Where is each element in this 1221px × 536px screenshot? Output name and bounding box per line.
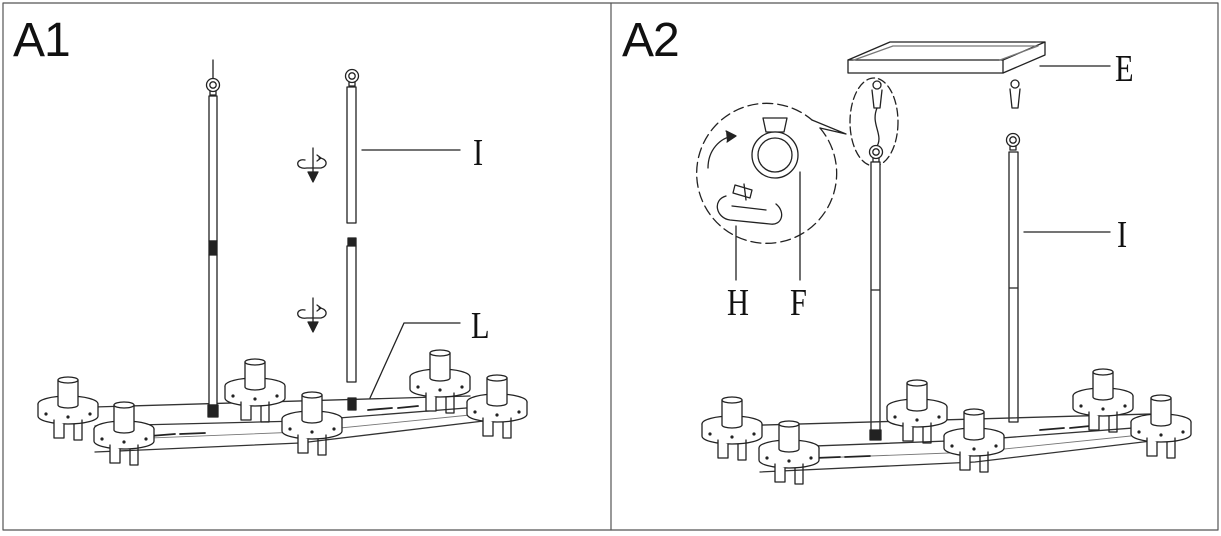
a1-candle-cup: [224, 358, 286, 423]
panel-title-a1: A1: [13, 14, 71, 67]
a2-candle-cup: [701, 396, 763, 461]
label-hook-a2: F: [790, 282, 807, 324]
rotate-arrow-icon: [297, 297, 327, 333]
a1-connector-leader: [370, 323, 460, 398]
panel-title-a2: A2: [622, 14, 680, 67]
a1-candle-cup: [409, 349, 471, 414]
label-canopy-a2: E: [1115, 48, 1134, 90]
a2-candle-cup: [1130, 394, 1192, 459]
label-rod-a1: I: [473, 132, 484, 174]
rotate-arrow-icon: [297, 147, 327, 183]
label-quick-link-a2: H: [727, 282, 749, 324]
a2-detail-magnifier: [697, 103, 846, 280]
label-rod-a2: I: [1117, 214, 1128, 256]
a1-candle-cup: [93, 401, 155, 466]
a2-candle-cup: [1072, 368, 1134, 433]
a2-candle-cup: [758, 420, 820, 485]
a2-candle-cup: [886, 379, 948, 444]
a1-candle-cup: [37, 376, 99, 441]
a1-exploded-rods: [344, 68, 360, 411]
a1-assembled-rod: [205, 60, 221, 417]
a2-hanging-rods: [870, 132, 1110, 441]
a1-candle-cup: [466, 374, 528, 439]
a2-canopy: [848, 42, 1110, 73]
a2-canopy-hooks: [868, 80, 1021, 163]
label-connector-a1: L: [471, 305, 490, 347]
